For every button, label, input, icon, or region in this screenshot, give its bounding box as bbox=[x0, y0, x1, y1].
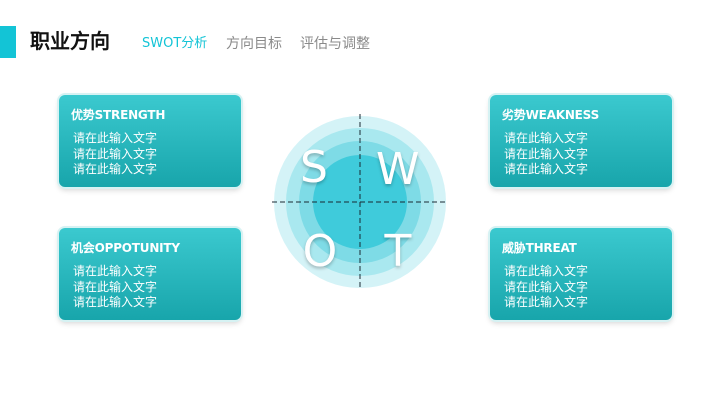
strength-card-title: 优势STRENGTH bbox=[71, 108, 166, 122]
opportunity-card-line: 请在此输入文字 bbox=[73, 279, 158, 294]
title-accent-bar bbox=[0, 26, 16, 58]
opportunity-card-line: 请在此输入文字 bbox=[73, 264, 158, 278]
swot-letter-s: S bbox=[300, 142, 328, 193]
strength-card: 优势STRENGTH 请在此输入文字 请在此输入文字 请在此输入文字 bbox=[59, 95, 241, 187]
threat-card: 威胁THREAT 请在此输入文字 请在此输入文字 请在此输入文字 bbox=[490, 228, 672, 320]
concentric-rings bbox=[272, 114, 448, 290]
nav-evaluation-adjustment[interactable]: 评估与调整 bbox=[300, 36, 370, 52]
opportunity-card-body: 请在此输入文字 请在此输入文字 请在此输入文字 bbox=[71, 264, 241, 311]
swot-letter-t: T bbox=[384, 226, 412, 277]
strength-card-line: 请在此输入文字 bbox=[73, 162, 158, 176]
threat-card-line: 请在此输入文字 bbox=[504, 295, 589, 309]
threat-card-line: 请在此输入文字 bbox=[504, 279, 589, 294]
opportunity-card: 机会OPPOTUNITY 请在此输入文字 请在此输入文字 请在此输入文字 bbox=[59, 228, 241, 320]
page-title: 职业方向 bbox=[30, 29, 110, 53]
threat-card-line: 请在此输入文字 bbox=[504, 264, 589, 278]
threat-card-body: 请在此输入文字 请在此输入文字 请在此输入文字 bbox=[502, 264, 672, 311]
threat-card-title: 威胁THREAT bbox=[502, 241, 577, 255]
swot-letter-o: O bbox=[302, 226, 338, 277]
opportunity-card-title: 机会OPPOTUNITY bbox=[71, 241, 180, 255]
weakness-card-title: 劣势WEAKNESS bbox=[502, 108, 600, 122]
nav-direction-goals[interactable]: 方向目标 bbox=[226, 36, 282, 52]
strength-card-line: 请在此输入文字 bbox=[73, 131, 158, 145]
swot-target-diagram: S W O T bbox=[272, 114, 448, 290]
weakness-card-line: 请在此输入文字 bbox=[504, 146, 589, 161]
weakness-card-line: 请在此输入文字 bbox=[504, 131, 589, 145]
weakness-card-line: 请在此输入文字 bbox=[504, 162, 589, 176]
weakness-card: 劣势WEAKNESS 请在此输入文字 请在此输入文字 请在此输入文字 bbox=[490, 95, 672, 187]
strength-card-line: 请在此输入文字 bbox=[73, 146, 158, 161]
opportunity-card-line: 请在此输入文字 bbox=[73, 295, 158, 309]
nav-swot-analysis[interactable]: SWOT分析 bbox=[142, 36, 208, 51]
swot-letter-w: W bbox=[376, 144, 420, 195]
weakness-card-body: 请在此输入文字 请在此输入文字 请在此输入文字 bbox=[502, 131, 672, 178]
strength-card-body: 请在此输入文字 请在此输入文字 请在此输入文字 bbox=[71, 131, 241, 178]
